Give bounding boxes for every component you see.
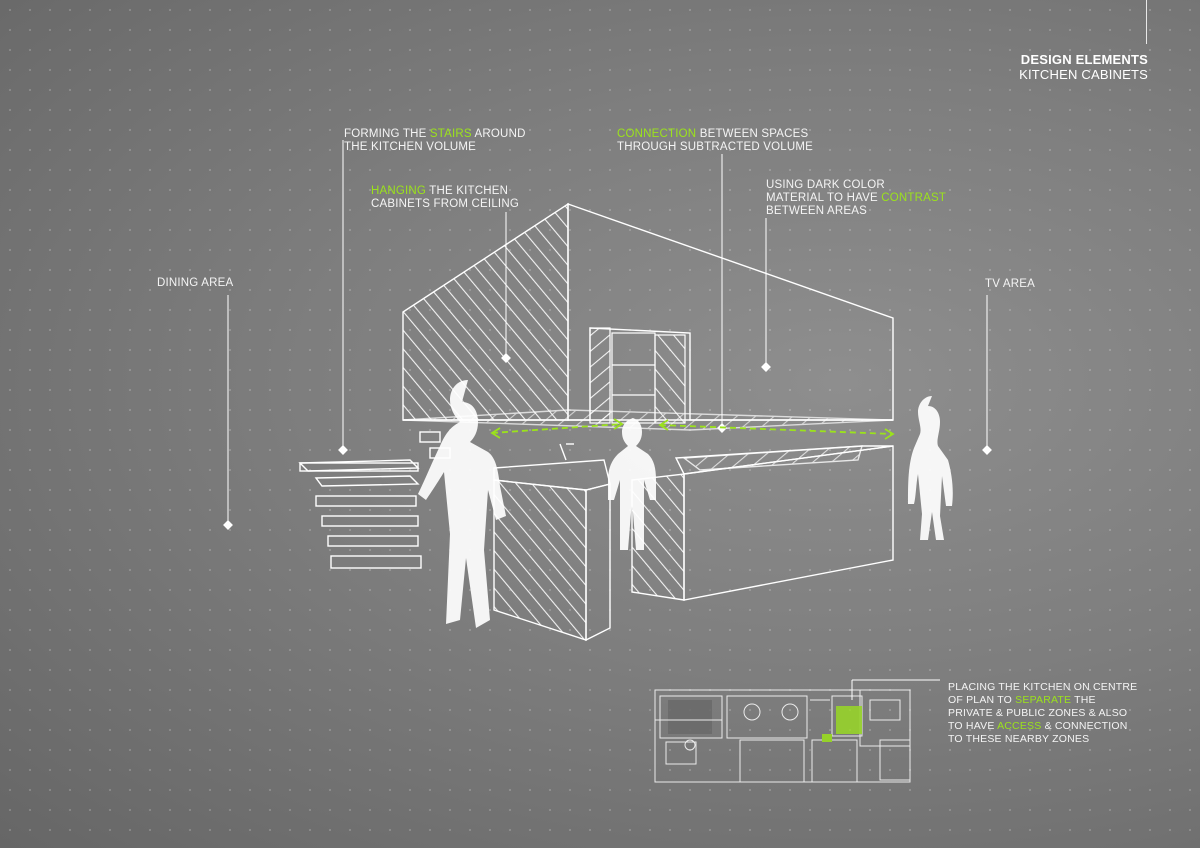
stairs-text-line2: THE KITCHEN VOLUME (344, 141, 477, 153)
connection-annotation: CONNECTION BETWEEN SPACES THROUGH SUBTRA… (617, 128, 813, 154)
placing-text-line5: TO THESE NEARBY ZONES (948, 733, 1090, 745)
connection-text-a: BETWEEN SPACES (696, 128, 809, 140)
contrast-text-line1: USING DARK COLOR (766, 179, 885, 191)
hanging-highlight: HANGING (371, 185, 427, 197)
contrast-highlight: CONTRAST (881, 192, 947, 204)
placing-text-line3: PRIVATE & PUBLIC ZONES & ALSO (948, 707, 1128, 719)
hanging-text-line2: CABINETS FROM CEILING (371, 198, 519, 210)
placing-text-a: OF PLAN TO (948, 694, 1016, 706)
access-highlight: ACCESS (997, 720, 1042, 732)
dining-area-label: DINING AREA (157, 277, 234, 289)
placing-annotation: PLACING THE KITCHEN ON CENTRE OF PLAN TO… (948, 681, 1137, 746)
kitchen-island-left (493, 443, 611, 642)
tv-area-label: TV AREA (985, 278, 1035, 290)
person-left (418, 380, 506, 628)
hanging-text-a: THE KITCHEN (426, 185, 509, 197)
hanging-annotation: HANGING THE KITCHEN CABINETS FROM CEILIN… (371, 185, 519, 211)
cabinet-right-face (567, 203, 894, 421)
placing-text-line1: PLACING THE KITCHEN ON CENTRE (948, 681, 1138, 693)
hanging-cabinet-volume (402, 202, 894, 431)
page-title: DESIGN ELEMENTS (1020, 52, 1148, 67)
separate-highlight: SEPARATE (1015, 694, 1072, 706)
human-silhouettes (418, 380, 953, 628)
cabinet-front-face (402, 202, 569, 421)
title-divider (1146, 0, 1147, 44)
stairs-text-b: AROUND (471, 128, 526, 140)
stairs-text-a: FORMING THE (344, 128, 430, 140)
connection-highlight: CONNECTION (617, 128, 697, 140)
contrast-text-a: MATERIAL TO HAVE (766, 192, 882, 204)
kitchen-island-right (631, 445, 894, 601)
floating-stairs (298, 431, 451, 569)
connection-text-line2: THROUGH SUBTRACTED VOLUME (617, 141, 814, 153)
connection-arrow (490, 418, 895, 440)
page-subtitle: KITCHEN CABINETS (1019, 67, 1148, 82)
placing-text-c: TO HAVE (948, 720, 998, 732)
person-right (908, 396, 953, 540)
contrast-annotation: USING DARK COLOR MATERIAL TO HAVE CONTRA… (766, 179, 946, 218)
person-center (608, 418, 656, 550)
plan-kitchen-highlight (836, 706, 862, 734)
title-block: DESIGN ELEMENTS KITCHEN CABINETS (1019, 52, 1148, 82)
stairs-annotation: FORMING THE STAIRS AROUND THE KITCHEN VO… (344, 128, 526, 154)
inner-shelving (589, 327, 686, 424)
placing-text-d: & CONNECTION (1041, 720, 1128, 732)
floor-plan (654, 689, 911, 783)
contrast-text-line3: BETWEEN AREAS (766, 205, 868, 217)
placing-text-b: THE (1071, 694, 1096, 706)
stairs-highlight: STAIRS (429, 128, 472, 140)
